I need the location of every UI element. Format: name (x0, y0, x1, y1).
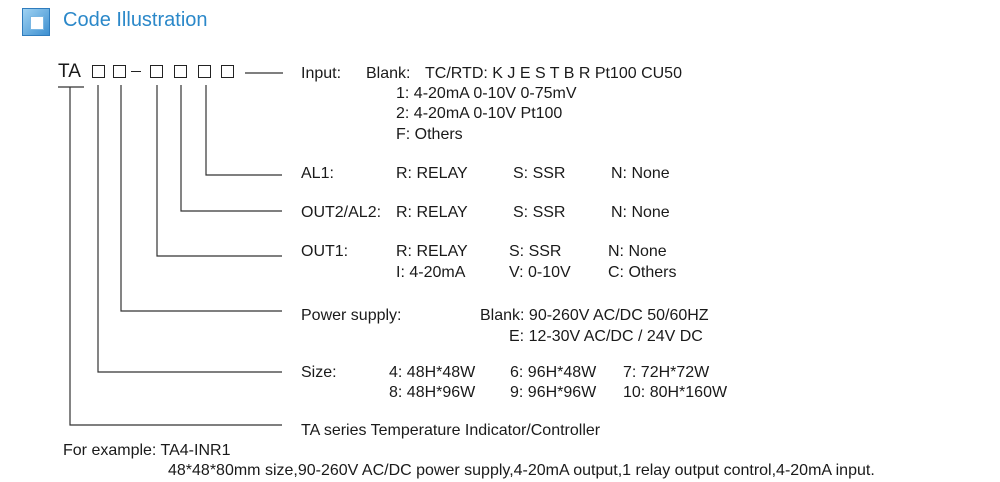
series-leader (69, 87, 282, 426)
power-leader (120, 85, 282, 312)
model-code-prefix: TA (58, 61, 81, 82)
code-dash (131, 71, 141, 73)
out1-label: OUT1: (301, 243, 349, 260)
al1-leader (205, 85, 282, 176)
series-label: TA series Temperature Indicator/Controll… (301, 422, 601, 439)
size-option-8: 8: 48H*96W (389, 384, 476, 401)
size-leader (97, 85, 282, 373)
input-option-f: F: Others (396, 126, 463, 143)
input-blank-value: TC/RTD: K J E S T B R Pt100 CU50 (425, 65, 682, 82)
out2-label: OUT2/AL2: (301, 204, 382, 221)
al1-relay: R: RELAY (396, 165, 468, 182)
section-icon (22, 8, 50, 36)
power-label: Power supply: (301, 307, 402, 324)
out1-leader (156, 85, 282, 257)
input-option-1: 1: 4-20mA 0-10V 0-75mV (396, 85, 577, 102)
out2-relay: R: RELAY (396, 204, 468, 221)
out1-others: C: Others (608, 264, 677, 281)
power-e: E: 12-30V AC/DC / 24V DC (509, 328, 703, 345)
example-line-1: For example: TA4-INR1 (63, 442, 231, 459)
power-blank: Blank: 90-260V AC/DC 50/60HZ (480, 307, 709, 324)
out1-relay: R: RELAY (396, 243, 468, 260)
example-line-2: 48*48*80mm size,90-260V AC/DC power supp… (168, 462, 875, 479)
out2-leader (180, 85, 282, 212)
size-option-4: 4: 48H*48W (389, 364, 476, 381)
out1-voltage: V: 0-10V (509, 264, 571, 281)
code-box-size (92, 65, 105, 78)
size-label: Size: (301, 364, 337, 381)
code-box-out2 (174, 65, 187, 78)
input-label: Input: (301, 65, 342, 82)
out1-current: I: 4-20mA (396, 264, 466, 281)
code-box-out1 (150, 65, 163, 78)
section-title: Code Illustration (63, 9, 208, 31)
out2-none: N: None (611, 204, 670, 221)
size-option-10: 10: 80H*160W (623, 384, 728, 401)
al1-label: AL1: (301, 165, 334, 182)
out2-ssr: S: SSR (513, 204, 566, 221)
size-option-7: 7: 72H*72W (623, 364, 710, 381)
input-blank-label: Blank: (366, 65, 411, 82)
size-option-6: 6: 96H*48W (510, 364, 597, 381)
al1-ssr: S: SSR (513, 165, 566, 182)
size-option-9: 9: 96H*96W (510, 384, 597, 401)
al1-none: N: None (611, 165, 670, 182)
code-box-al1 (198, 65, 211, 78)
code-box-power (113, 65, 126, 78)
out1-none: N: None (608, 243, 667, 260)
input-option-2: 2: 4-20mA 0-10V Pt100 (396, 105, 563, 122)
out1-ssr: S: SSR (509, 243, 562, 260)
code-box-input (221, 65, 234, 78)
